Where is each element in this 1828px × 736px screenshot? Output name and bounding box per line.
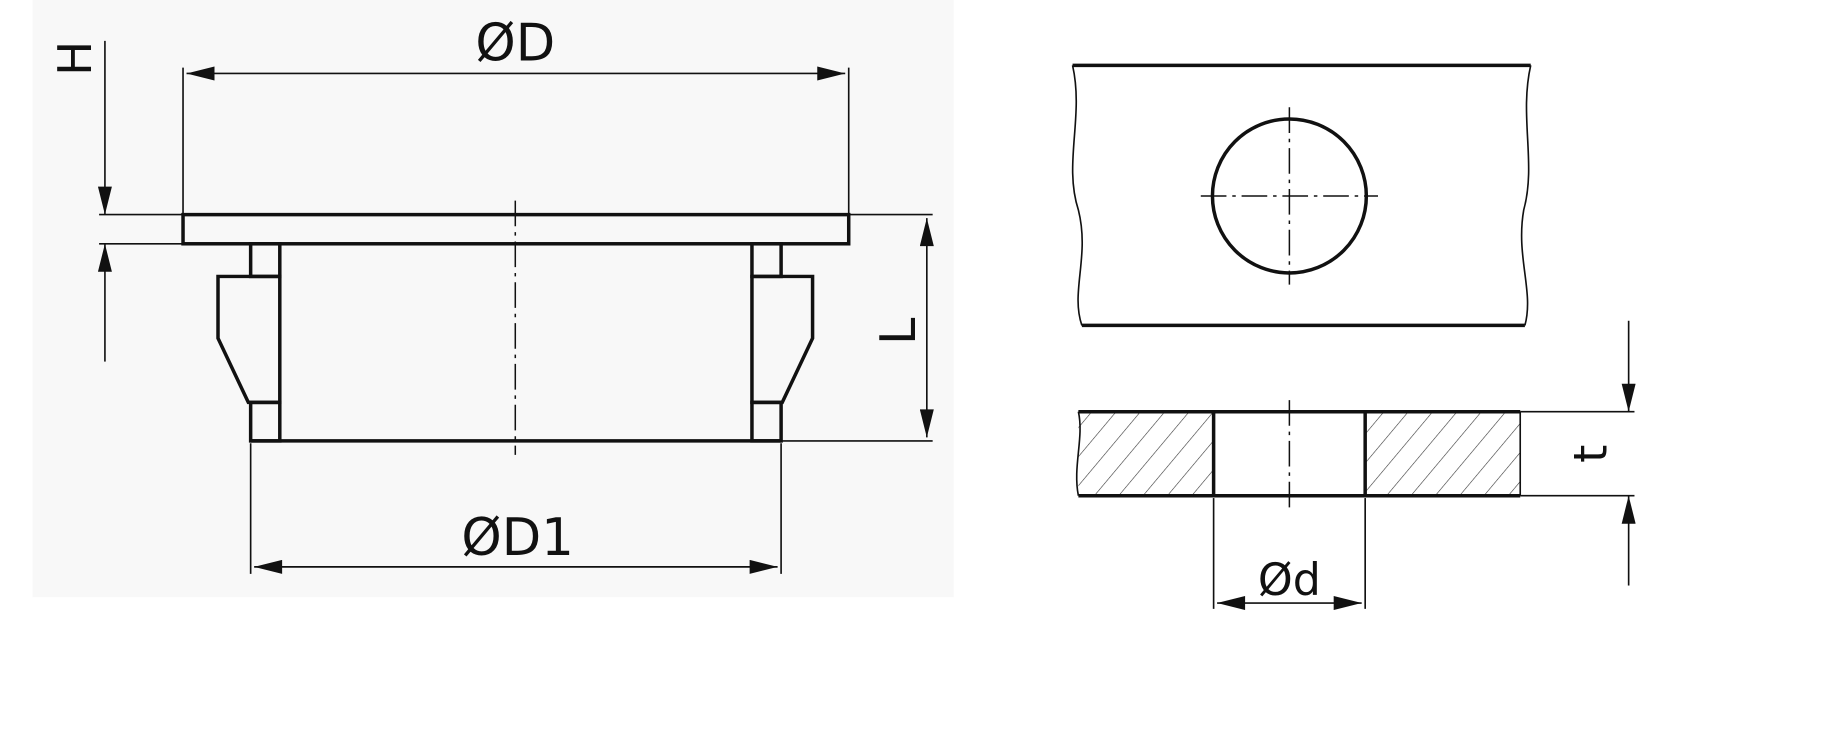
plate-section-view: t Ød bbox=[1075, 320, 1636, 611]
label-length: L bbox=[870, 317, 927, 345]
label-hole-diameter: Ød bbox=[1258, 555, 1321, 606]
label-thickness: t bbox=[1564, 445, 1618, 463]
dimension-length: L bbox=[781, 213, 934, 442]
label-inner-diameter: ØD1 bbox=[461, 508, 573, 568]
grommet-section-view: ØD H L bbox=[32, 0, 954, 598]
label-flange-height: H bbox=[48, 41, 102, 76]
dimension-flange-height: H bbox=[48, 41, 184, 362]
dimension-hole-diameter: Ød bbox=[1212, 498, 1366, 611]
dimension-inner-diameter: ØD1 bbox=[249, 443, 782, 574]
label-outer-diameter: ØD bbox=[475, 14, 555, 74]
dimension-outer-diameter: ØD bbox=[182, 14, 850, 214]
plate-top-view bbox=[1071, 63, 1532, 328]
dimension-thickness: t bbox=[1520, 320, 1636, 586]
